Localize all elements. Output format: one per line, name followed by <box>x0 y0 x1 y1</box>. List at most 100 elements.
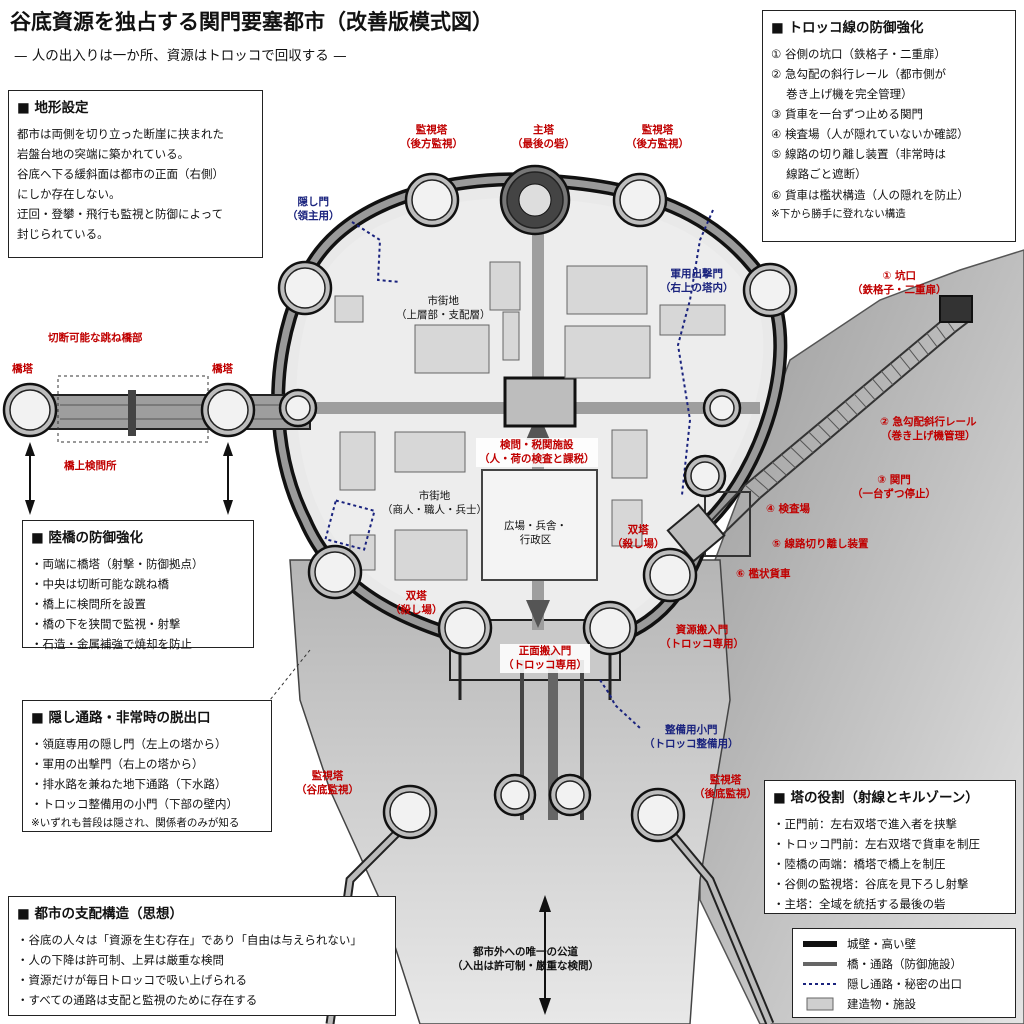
trolley-line: ④ 検査場（人が隠れていないか確認） <box>771 127 969 142</box>
rule-line: ・すべての通路は支配と監視のために存在する <box>17 993 258 1007</box>
label-valley-watch-right: 監視塔 （後底監視） <box>694 774 757 800</box>
label-twin-right: 双塔 （殺し場） <box>612 524 665 550</box>
label-watch-rear-left: 監視塔 （後方監視） <box>400 124 463 150</box>
legend-dotted-swatch <box>803 983 837 985</box>
rail-sleeper <box>853 393 867 408</box>
bridge-tower-right <box>200 382 256 438</box>
terrain-line: 岩盤台地の突端に築かれている。 <box>17 146 190 161</box>
rail-sleeper <box>808 431 823 446</box>
rail-sleeper <box>762 469 779 484</box>
label-maint-gate: 整備用小門 （トロッコ整備用） <box>644 724 739 750</box>
towers-line: ・主塔：全域を統括する最後の砦 <box>773 897 946 912</box>
buildings-lower <box>339 429 648 581</box>
bridge-arrowhead-right <box>223 500 233 515</box>
lower-wall-right-inner <box>658 818 773 1024</box>
label-main-gate: 正面搬入門 （トロッコ専用） <box>500 644 590 674</box>
trolley-line: 巻き上げ機を完全管理） <box>771 86 913 101</box>
rail-sleeper <box>890 363 903 378</box>
rail-sleeper <box>862 385 876 401</box>
gate-rail-left <box>520 660 524 820</box>
label-t5: ⑤ 線路切り離し装置 <box>772 538 869 550</box>
wall-tower-nw <box>277 260 333 316</box>
rail-sleeper <box>781 454 796 469</box>
valley-watch-tower-left <box>382 784 438 840</box>
label-city-upper: 市街地 （上層部・支配層） <box>396 295 491 321</box>
legend-item: 建造物・施設 <box>803 994 1005 1014</box>
bridge-line: ・橋の下を狭間で監視・射撃 <box>31 617 181 631</box>
avenue-arrow-down <box>526 600 550 628</box>
rail-sleeper <box>826 416 841 431</box>
towers-line: ・正門前：左右双塔で進入者を挟撃 <box>773 816 957 831</box>
rail-sleeper <box>790 446 805 461</box>
watch-tower-rear-left <box>404 172 460 228</box>
rail-sleeper <box>817 423 832 438</box>
twin-tower-left <box>437 600 493 656</box>
gate-rail-right <box>580 660 584 820</box>
label-watch-rear-right: 監視塔 （後方監視） <box>626 124 689 150</box>
trolley-line: 線路ごと遮断） <box>771 167 867 182</box>
legend-item: 橋・通路（防御施設） <box>803 954 1005 974</box>
label-sortie-gate: 軍用出撃門 （右上の塔内） <box>660 268 734 294</box>
legend-label: 城壁・高い壁 <box>847 936 916 951</box>
legend-label: 隠し通路・秘密の出口 <box>847 976 962 991</box>
buildings-upper <box>334 261 726 379</box>
terrain-line: 迂回・登攀・飛行も監視と防御によって <box>17 207 224 222</box>
terrain-line: 都市は両側を切り立った断崖に挟まれた <box>17 126 224 141</box>
bridge-gate <box>128 390 136 436</box>
rail-sleeper <box>917 340 929 355</box>
main-tower <box>499 164 571 236</box>
legend-label: 橋・通路（防御施設） <box>847 956 962 971</box>
trolley-track <box>548 650 558 820</box>
label-t4: ④ 検査場 <box>766 503 811 515</box>
terrain-line: 封じられている。 <box>17 227 109 242</box>
towers-line: ・谷側の監視塔：谷底を見下ろし射撃 <box>773 877 969 891</box>
hidden-heading: 隠し通路・非常時の脱出口 <box>31 707 263 731</box>
rail-sleeper <box>753 477 770 491</box>
tower-roles-box: 塔の役割（射線とキルゾーン） ・正門前：左右双塔で進入者を挟撃 ・トロッコ門前：… <box>764 780 1016 914</box>
rail-sleeper <box>908 348 920 363</box>
hidden-line: ・領庭専用の隠し門（左上の塔から） <box>31 736 227 751</box>
label-plaza: 広場・兵舎・ 行政区 <box>504 520 567 546</box>
twin-tower-right <box>582 600 638 656</box>
road-tower-left <box>493 773 537 817</box>
plaza-area <box>481 469 598 581</box>
trolley-line: ① 谷側の坑口（鉄格子・二重扉） <box>771 46 946 61</box>
label-bridge-tower-right: 橋塔 <box>212 363 233 375</box>
legend-path-swatch <box>803 962 837 966</box>
bridge-tower-left <box>2 382 58 438</box>
towers-heading: 塔の役割（射線とキルゾーン） <box>773 787 1007 811</box>
page-title: 谷底資源を独占する関門要塞都市（改善版模式図） <box>10 10 493 34</box>
wall-tower-e <box>702 388 742 428</box>
road-tower-right <box>548 773 592 817</box>
road-arrow-down <box>539 998 551 1015</box>
hidden-paths <box>324 209 714 729</box>
trolley-gatehouse <box>666 503 726 563</box>
bridge-line: ・石造・金属補強で焼却を防止 <box>31 637 192 652</box>
label-main-tower: 主塔 （最後の砦） <box>512 124 575 150</box>
legend-wall-swatch <box>803 941 837 947</box>
rail-sleeper <box>871 378 885 393</box>
terrain-heading: 地形設定 <box>17 97 254 121</box>
terrain-box: 地形設定 都市は両側を切り立った断崖に挟まれた 岩盤台地の突端に築かれている。 … <box>8 90 263 258</box>
wall-tower-ne <box>742 262 798 318</box>
label-bridge-tower-left: 橋塔 <box>12 363 33 375</box>
legend-label: 建造物・施設 <box>847 996 916 1011</box>
label-valley-watch-left: 監視塔 （谷底監視） <box>296 770 359 796</box>
rail-sleeper <box>899 355 912 371</box>
label-twin-left: 双塔 （殺し場） <box>390 590 443 616</box>
bridge-arrowhead-right-up <box>223 442 233 456</box>
rule-box: 都市の支配構造（思想） ・谷底の人々は「資源を生む存在」であり「自由は与えられな… <box>8 896 396 1016</box>
trolley-line: ③ 貨車を一台ずつ止める関門 <box>771 107 923 121</box>
rail-sleeper <box>926 332 938 348</box>
rail-sleeper <box>799 439 814 454</box>
rail-sleeper <box>835 408 849 423</box>
label-hidden-gate: 隠し門 （領主用） <box>287 196 340 222</box>
hidden-passage-box: 隠し通路・非常時の脱出口 ・領庭専用の隠し門（左上の塔から） ・軍用の出撃門（右… <box>22 700 272 832</box>
bridge-arrowhead-left-up <box>25 442 35 456</box>
hidden-note: ※いずれも普段は隠され、関係者のみが知る <box>31 817 240 830</box>
trolley-note: ※下から勝手に登れない構造 <box>771 207 906 220</box>
mine-portal <box>939 295 973 323</box>
rule-heading: 都市の支配構造（思想） <box>17 903 387 927</box>
